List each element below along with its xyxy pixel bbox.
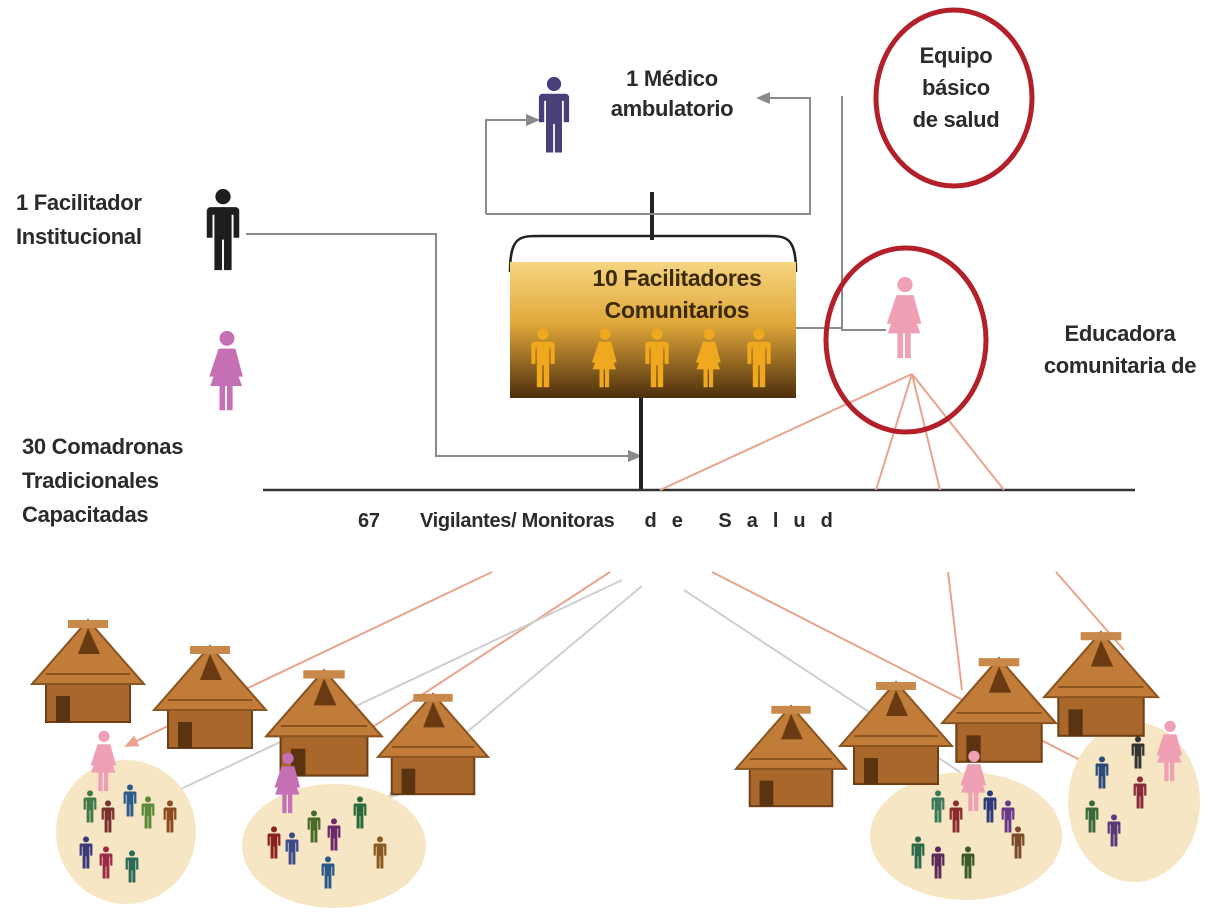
comadronas-label: 30 Comadronas Tradicionales Capacitadas [22,434,184,527]
facilitador-institucional-label: 1 Facilitador Institucional [16,190,142,249]
educadora-connector [841,96,886,331]
facilitador-arrow [246,233,642,462]
educadora-label: Educadora comunitaria de [1043,321,1197,378]
equipo-circle [873,7,1035,189]
educadora-figure [886,276,922,359]
educadora-circle [823,245,989,435]
medico-figure [538,76,570,153]
medico-arrow-left [485,114,540,214]
box-brace [508,234,798,273]
community-disc-3 [870,772,1062,900]
facilitadores-comunitarios-label: 10 Facilitadores Comunitarios [592,265,762,323]
community-disc-2 [242,784,426,908]
medico-arrow-right [486,92,811,215]
comadrona-figure [209,330,243,411]
equipo-label: Equipo básico de salud [912,43,1000,132]
facilitador-figure [206,188,240,271]
medico-label: 1 Médico ambulatorio [610,66,734,121]
community-disc-1 [56,760,196,904]
